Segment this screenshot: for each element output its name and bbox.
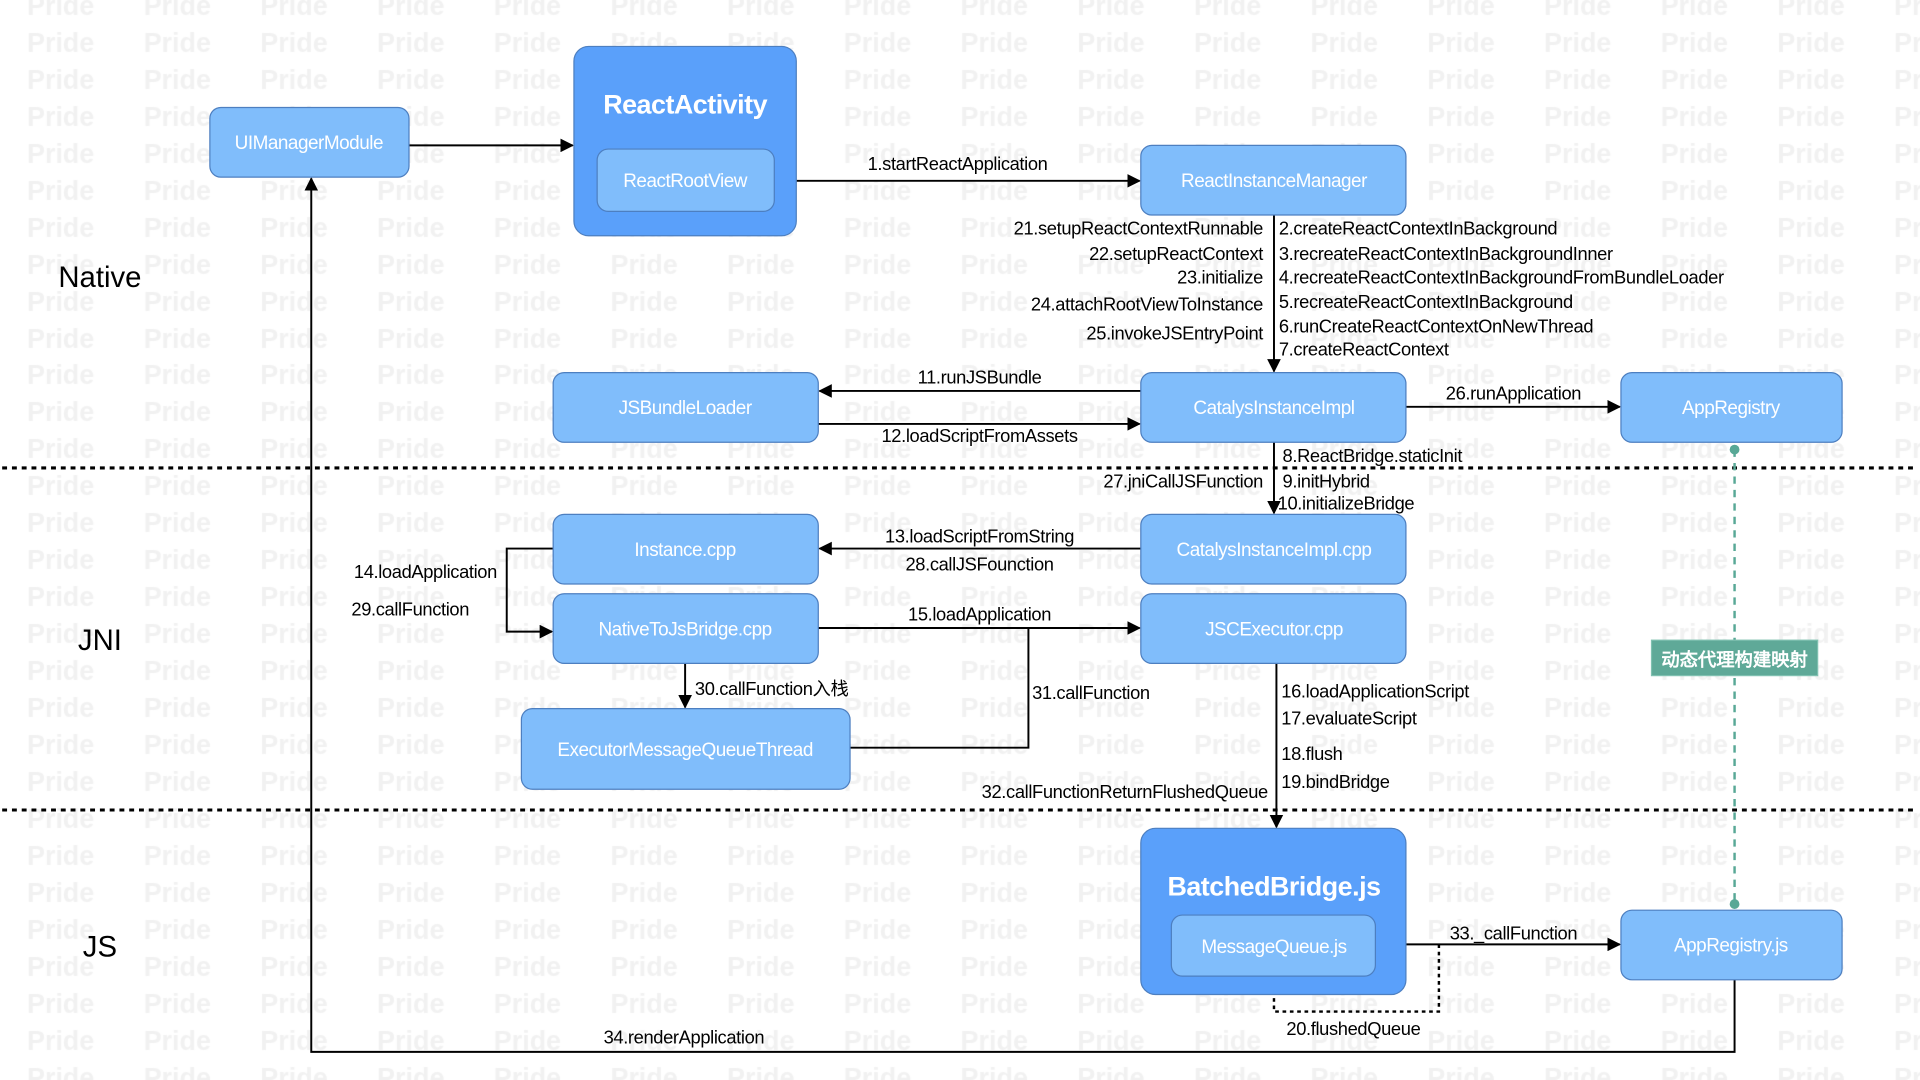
step-label: 23.initialize [1177,266,1263,287]
node-uimanagermodule[interactable]: UIManagerModule [209,106,410,178]
node-label: JSCExecutor.cpp [1205,619,1343,640]
step-label: 33._callFunction [1450,923,1578,945]
step-label: 3.recreateReactContextInBackgroundInner [1279,243,1613,264]
node-messagequeue-js[interactable]: MessageQueue.js [1170,914,1376,977]
node-appregistry-js[interactable]: AppRegistry.js [1620,909,1843,981]
node-title: BatchedBridge.js [1167,872,1380,902]
node-label: ReactRootView [623,171,748,192]
edge-20 [1265,944,1441,1013]
edge-14 [505,547,554,639]
node-label: NativeToJsBridge.cpp [598,619,771,640]
step-label: 4.recreateReactContextInBackgroundFromBu… [1279,266,1724,287]
step-label: 22.setupReactContext [1089,243,1263,264]
step-label: 17.evaluateScript [1281,707,1417,728]
node-appregistry[interactable]: AppRegistry [1620,372,1843,443]
edge-31 [850,627,1030,749]
step-label: 8.ReactBridge.staticInit [1283,445,1463,466]
step-label: 11.runJSBundle [918,367,1042,388]
node-nativetojsbridge-cpp[interactable]: NativeToJsBridge.cpp [552,593,819,665]
section-native: Native [58,261,141,294]
step-label: 20.flushedQueue [1286,1018,1420,1039]
annotation-label: 动态代理构建映射 [1661,649,1808,670]
node-catalysinstanceimpl[interactable]: CatalysInstanceImpl [1140,372,1407,443]
step-label: 12.loadScriptFromAssets [881,425,1077,446]
node-executormessagequeuethread[interactable]: ExecutorMessageQueueThread [520,707,851,790]
step-label: 18.flush [1281,743,1342,764]
step-label: 9.initHybrid [1283,470,1370,491]
step-label: 30.callFunction入栈 [695,678,849,699]
step-label: 21.setupReactContextRunnable [1014,218,1264,239]
step-label: 34.renderApplication [604,1026,765,1047]
dynamic-proxy-annotation: 动态代理构建映射 [1650,639,1819,677]
node-label: UIManagerModule [235,133,383,154]
node-label: Instance.cpp [634,540,735,561]
step-label: 16.loadApplicationScript [1281,681,1469,702]
node-label: AppRegistry.js [1674,936,1788,957]
section-js: JS [83,931,117,964]
node-jscexecutor-cpp[interactable]: JSCExecutor.cpp [1140,593,1407,665]
step-label: 28.callJSFounction [905,554,1053,575]
node-catalysinstanceimpl-cpp[interactable]: CatalysInstanceImpl.cpp [1140,513,1407,585]
step-label: 14.loadApplication [354,561,497,582]
node-reactinstancemanager[interactable]: ReactInstanceManager [1140,144,1407,216]
step-label: 31.callFunction [1032,682,1150,703]
step-label: 10.initializeBridge [1278,492,1415,513]
step-label: 15.loadApplication [908,604,1051,625]
step-label: 2.createReactContextInBackground [1279,218,1557,239]
step-label: 5.recreateReactContextInBackground [1279,291,1573,312]
node-label: ReactInstanceManager [1181,171,1367,192]
node-label: AppRegistry [1682,398,1781,419]
edge-34 [304,177,1736,1053]
node-title: ReactActivity [603,90,767,120]
proxy-link-dot-top [1729,444,1740,455]
node-reactrootview[interactable]: ReactRootView [596,148,775,212]
node-label: CatalysInstanceImpl.cpp [1177,540,1372,561]
step-labels: 1.startReactApplication 2.createReactCon… [351,153,1724,1048]
step-label: 29.callFunction [351,599,469,620]
section-jni: JNI [78,624,122,657]
step-label: 24.attachRootViewToInstance [1031,293,1263,314]
step-label: 13.loadScriptFromString [885,525,1074,546]
step-label: 7.createReactContext [1279,339,1449,360]
step-label: 26.runApplication [1446,383,1581,404]
proxy-link-dot-bottom [1729,899,1740,909]
step-label: 25.invokeJSEntryPoint [1086,323,1263,344]
node-label: ExecutorMessageQueueThread [557,740,813,761]
node-jsbundleloader[interactable]: JSBundleLoader [552,372,819,443]
node-instance-cpp[interactable]: Instance.cpp [552,513,819,585]
node-label: JSBundleLoader [619,398,752,419]
node-label: MessageQueue.js [1201,937,1346,958]
step-label: 1.startReactApplication [868,153,1048,174]
step-label: 32.callFunctionReturnFlushedQueue [982,781,1268,802]
step-label: 27.jniCallJSFunction [1103,470,1263,491]
step-label: 6.runCreateReactContextOnNewThread [1279,315,1593,336]
step-label: 19.bindBridge [1281,771,1389,792]
node-label: CatalysInstanceImpl [1193,398,1354,419]
connectors [304,138,1740,1053]
